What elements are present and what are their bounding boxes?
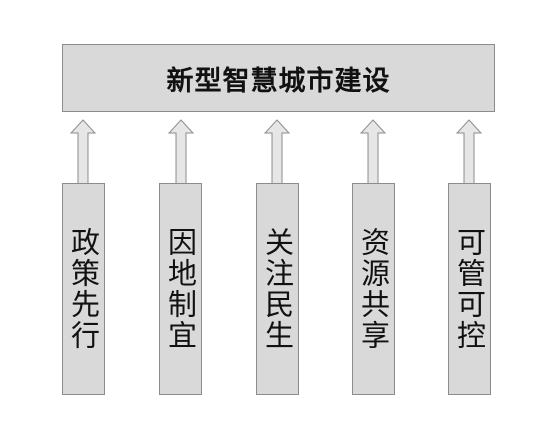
pillar-label: 可管可控 — [452, 227, 487, 351]
pillar-label: 资源共享 — [356, 227, 391, 351]
pillar-box: 因地制宜 — [159, 183, 202, 395]
pillar-box: 可管可控 — [448, 183, 491, 395]
pillar-box: 政策先行 — [62, 183, 105, 395]
pillar-label: 关注民生 — [260, 227, 295, 351]
up-arrow-icon — [264, 119, 290, 185]
up-arrow-icon — [70, 119, 96, 185]
up-arrow-icon — [360, 119, 386, 185]
title-box: 新型智慧城市建设 — [62, 44, 495, 112]
pillar-box: 资源共享 — [352, 183, 395, 395]
pillar-box: 关注民生 — [256, 183, 299, 395]
title-text: 新型智慧城市建设 — [166, 65, 391, 97]
pillar-label: 政策先行 — [66, 227, 101, 351]
pillar-label: 因地制宜 — [163, 227, 198, 351]
up-arrow-icon — [456, 119, 482, 185]
up-arrow-icon — [168, 119, 194, 185]
